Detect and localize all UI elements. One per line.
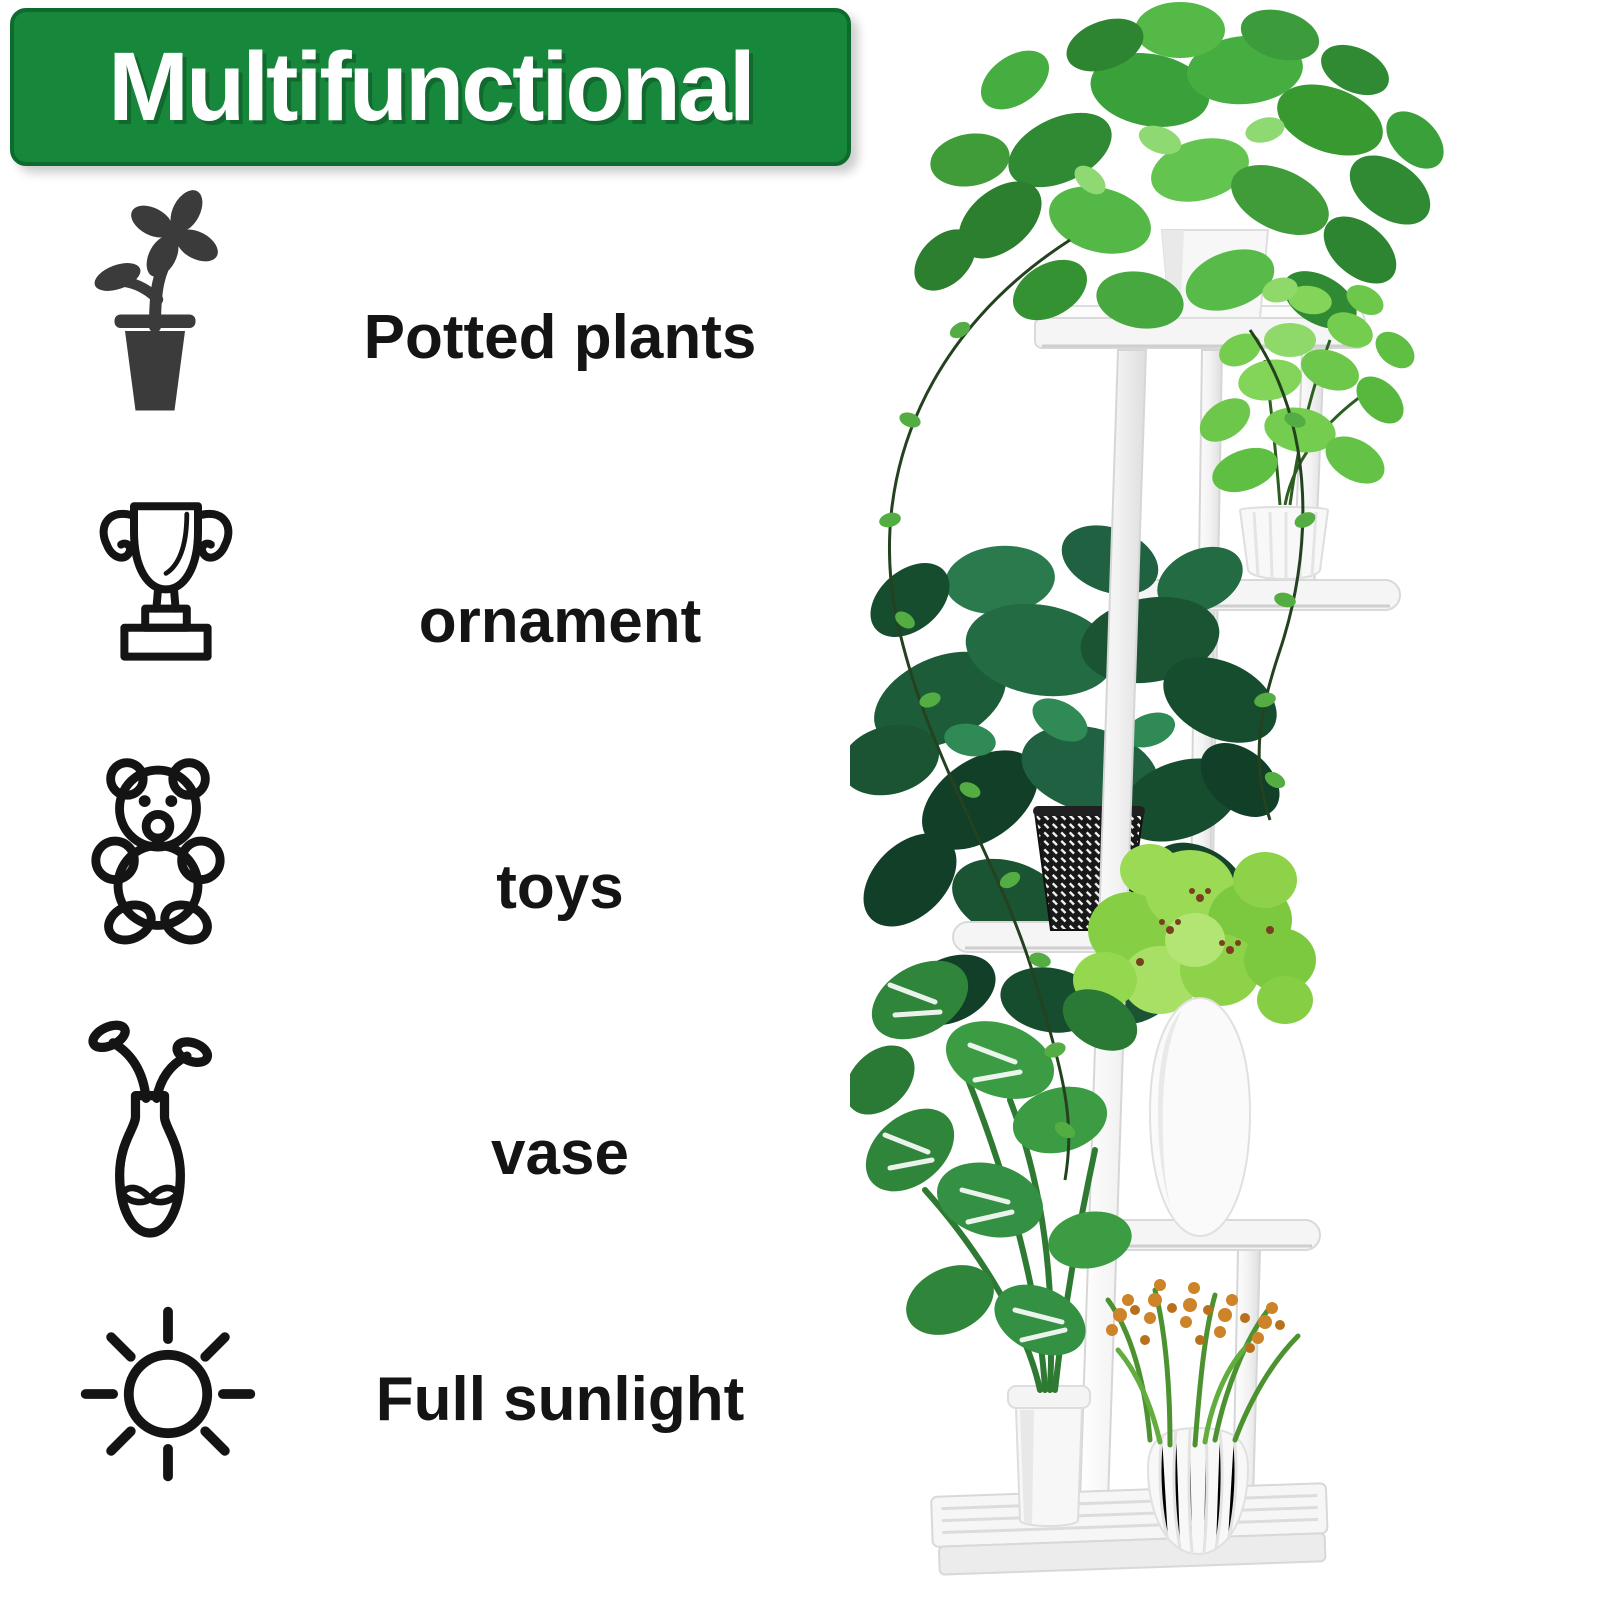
feature-label-ornament: ornament [418,587,702,656]
base-platform [930,1482,1329,1576]
vase-icon [88,1020,213,1238]
lime-flower-plant [1073,844,1316,1024]
egg-vase [1148,996,1252,1238]
monstera-pot [1007,1385,1091,1527]
feature-label-vase: vase [491,1119,629,1188]
plant-stand-photo [850,2,1444,1576]
potted-plant-icon [94,190,218,411]
title-banner: Multifunctional [10,8,851,166]
ribbed-pot [1146,1426,1250,1556]
trailing-vine [879,238,1316,1181]
sun-icon [80,1306,256,1482]
teddy-bear-icon [91,758,225,945]
banner-title: Multifunctional [108,32,756,141]
feature-label-potted-plants: Potted plants [363,303,757,372]
pothos-plant [914,2,1444,329]
feature-label-toys: toys [496,853,624,922]
monstera-plant [850,960,1138,1393]
tier2-plant [1199,277,1415,506]
trophy-icon [99,502,233,661]
grass-and-flowers [1105,1279,1301,1448]
feature-label-full-sunlight: Full sunlight [375,1365,745,1434]
